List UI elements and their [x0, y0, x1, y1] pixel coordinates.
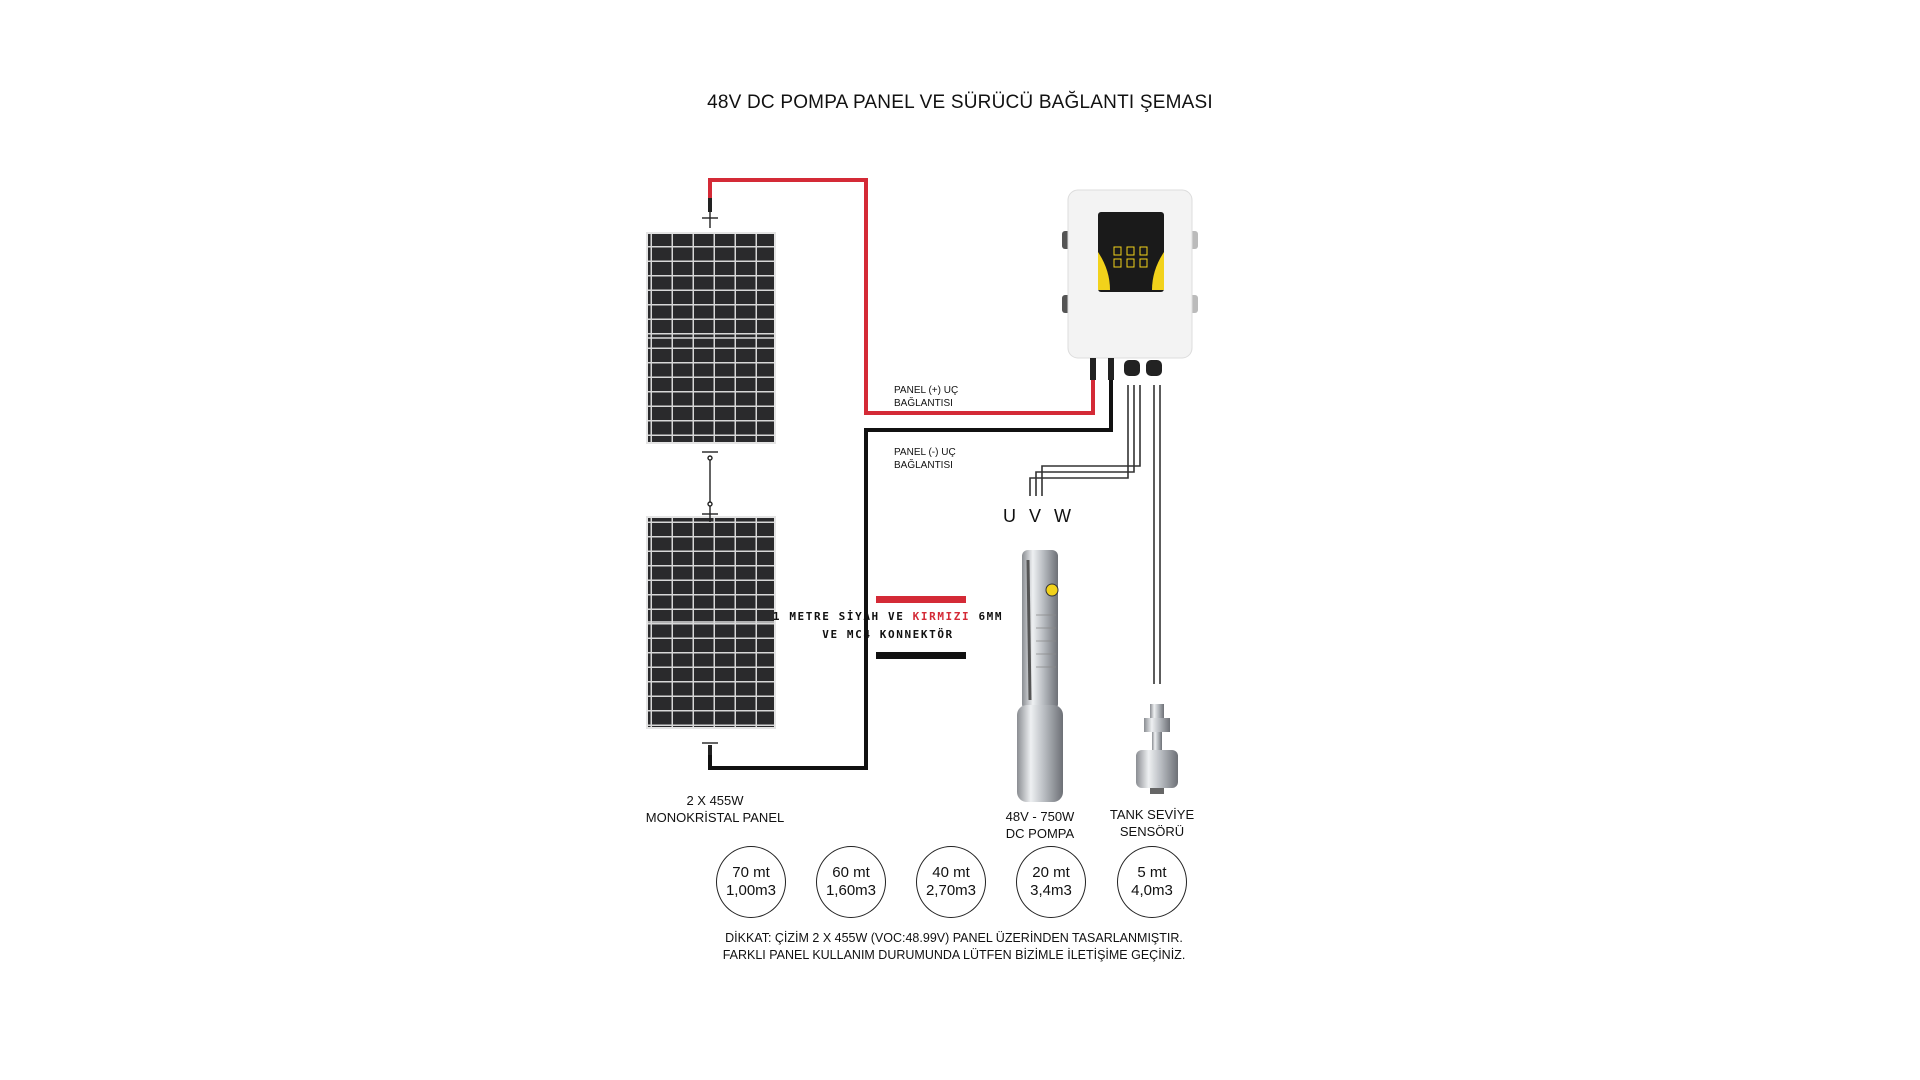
- label-line: PANEL (-) UÇ: [894, 447, 956, 458]
- sensor-wires: [1153, 385, 1161, 684]
- panel-label: 2 X 455W MONOKRİSTAL PANEL: [646, 792, 784, 826]
- flow: 3,4m3: [1030, 882, 1072, 899]
- level-sensor: [1136, 704, 1178, 794]
- negative-wire: [708, 370, 1113, 770]
- note-line: FARKLI PANEL KULLANIM DURUMUNDA LÜTFEN B…: [722, 948, 1186, 962]
- label-line: BAĞLANTISI: [894, 460, 953, 471]
- label-line: 48V - 750W: [1005, 809, 1075, 824]
- cable-note: 1 METRE SİYAH VE KIRMIZI 6MM VE MC4 KONN…: [773, 608, 1003, 644]
- head: 20 mt: [1032, 864, 1070, 881]
- note-line: DİKKAT: ÇİZİM 2 X 455W (VOC:48.99V) PANE…: [725, 931, 1183, 945]
- uvw-label: U V W: [1003, 506, 1075, 526]
- label-line: BAĞLANTISI: [894, 398, 953, 409]
- head: 5 mt: [1137, 864, 1167, 881]
- cable-note-line1: 1 METRE SİYAH VE KIRMIZI 6MM: [773, 608, 1003, 626]
- negative-wire-label: PANEL (-) UÇ BAĞLANTISI: [894, 446, 956, 472]
- label-line: MONOKRİSTAL PANEL: [645, 810, 785, 825]
- label-line: TANK SEVİYE: [1109, 807, 1195, 822]
- label-line: SENSÖRÜ: [1119, 824, 1185, 839]
- red-cable-sample: [876, 596, 966, 603]
- cable-note-line2: VE MC4 KONNEKTÖR: [822, 628, 954, 641]
- text-red: KIRMIZI: [912, 610, 971, 623]
- warning-note: DİKKAT: ÇİZİM 2 X 455W (VOC:48.99V) PANE…: [0, 930, 1908, 964]
- positive-wire: [708, 178, 1095, 415]
- label-line: DC POMPA: [1005, 826, 1075, 841]
- label-line: PANEL (+) UÇ: [894, 385, 959, 396]
- text: 6MM: [970, 610, 1004, 623]
- black-cable-sample: [876, 652, 966, 659]
- uvw-wires: [1029, 385, 1141, 496]
- head: 70 mt: [732, 864, 770, 881]
- flow: 2,70m3: [925, 882, 977, 899]
- solar-panel-top: [646, 232, 776, 444]
- label-line: 2 X 455W: [686, 793, 744, 808]
- flow: 4,0m3: [1131, 882, 1173, 899]
- pump-controller: [1062, 189, 1198, 380]
- head: 40 mt: [932, 864, 970, 881]
- flow: 1,60m3: [825, 882, 877, 899]
- sensor-label: TANK SEVİYE SENSÖRÜ: [1110, 806, 1194, 840]
- terminal-symbols: [702, 210, 718, 744]
- dc-pump: [1017, 550, 1063, 802]
- head: 60 mt: [832, 864, 870, 881]
- flow: 1,00m3: [725, 882, 777, 899]
- diagram-title: 48V DC POMPA PANEL VE SÜRÜCÜ BAĞLANTI ŞE…: [707, 92, 1213, 113]
- positive-wire-label: PANEL (+) UÇ BAĞLANTISI: [894, 384, 958, 410]
- pump-label: 48V - 750W DC POMPA: [1006, 808, 1075, 842]
- text: 1 METRE SİYAH VE: [772, 610, 913, 623]
- solar-panel-bottom: [646, 516, 776, 729]
